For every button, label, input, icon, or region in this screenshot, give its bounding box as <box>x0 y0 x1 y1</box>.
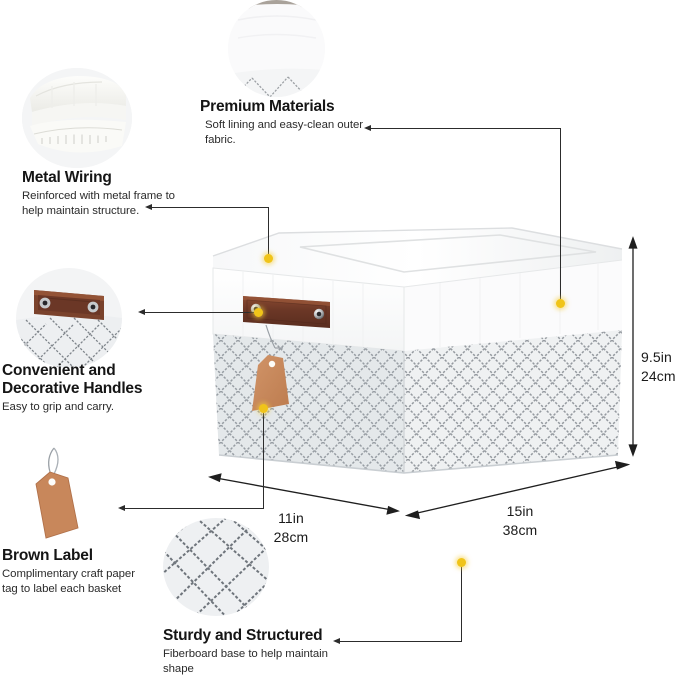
feature-desc-sturdy-structured: Fiberboard base to help maintain shape <box>163 648 328 675</box>
handles-arrowhead <box>138 308 145 315</box>
brown-label-inset <box>6 444 102 552</box>
metal-wiring-inset <box>22 68 132 168</box>
sturdy-base-inset <box>163 518 269 616</box>
handles-inset <box>16 268 122 368</box>
sturdy-arrowhead <box>333 637 340 644</box>
brown-label-dot <box>258 403 268 413</box>
dimension-height-imperial: 9.5in <box>641 349 672 365</box>
metal-wiring-leader-h <box>152 206 269 208</box>
feature-brown-label: Brown Label Complimentary craft paper ta… <box>2 547 152 596</box>
feature-title-handles: Convenient and Decorative Handles <box>2 362 143 397</box>
dimension-height-metric: 24cm <box>641 367 676 384</box>
premium-materials-leader-v <box>560 127 562 304</box>
brown-label-leader-h <box>125 507 264 509</box>
dimension-depth-metric: 28cm <box>273 528 309 545</box>
feature-title-premium-materials: Premium Materials <box>200 98 335 115</box>
premium-materials-leader-h <box>371 127 561 129</box>
brown-label-leader-v <box>262 408 264 508</box>
dimension-width: 15in 38cm <box>490 502 550 539</box>
feature-desc-brown-label: Complimentary craft paper tag to label e… <box>2 568 135 595</box>
feature-handles: Convenient and Decorative Handles Easy t… <box>2 362 162 415</box>
sturdy-leader-h <box>340 640 462 642</box>
dimension-depth-imperial: 11in <box>278 510 304 526</box>
premium-materials-dot <box>556 299 565 308</box>
feature-title-sturdy-structured: Sturdy and Structured <box>163 627 323 644</box>
feature-premium-materials: Premium Materials Soft lining and easy-c… <box>200 98 390 147</box>
feature-desc-handles: Easy to grip and carry. <box>2 401 114 413</box>
metal-wiring-leader-v <box>267 206 269 259</box>
sturdy-leader-v <box>460 562 462 641</box>
dimension-width-metric: 38cm <box>502 521 538 538</box>
metal-wiring-arrowhead <box>145 203 152 210</box>
handles-dot <box>254 307 263 317</box>
sturdy-dot <box>456 557 466 567</box>
premium-materials-inset <box>228 0 325 97</box>
feature-desc-premium-materials: Soft lining and easy-clean outer fabric. <box>205 119 363 146</box>
dimension-depth: 11in 28cm <box>261 509 321 546</box>
premium-materials-arrowhead <box>364 124 371 131</box>
feature-title-brown-label: Brown Label <box>2 547 93 564</box>
dimension-width-imperial: 15in <box>506 503 534 519</box>
feature-sturdy-structured: Sturdy and Structured Fiberboard base to… <box>163 627 343 676</box>
metal-wiring-dot <box>263 254 273 263</box>
dimension-height: 9.5in 24cm <box>641 348 679 385</box>
feature-desc-metal-wiring: Reinforced with metal frame to help main… <box>22 190 175 217</box>
brown-label-arrowhead <box>118 504 125 511</box>
handles-leader-h <box>145 311 258 313</box>
feature-title-metal-wiring: Metal Wiring <box>22 169 112 186</box>
feature-metal-wiring: Metal Wiring Reinforced with metal frame… <box>22 169 192 218</box>
